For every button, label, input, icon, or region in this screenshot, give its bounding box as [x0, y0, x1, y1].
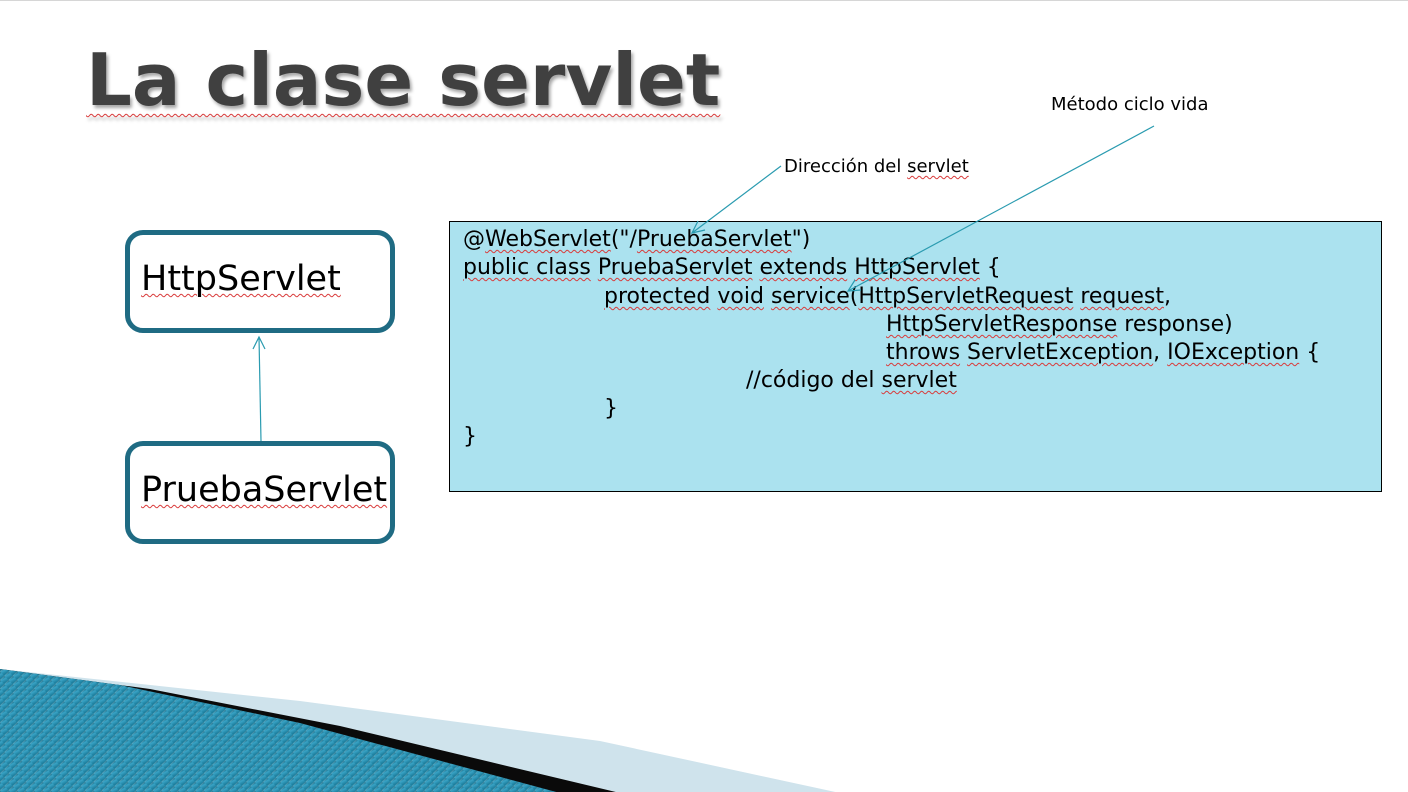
code-line-class-close: }: [463, 424, 477, 449]
class-box-httpservlet: HttpServlet: [125, 230, 395, 333]
callout-metodo-ciclo-vida: Método ciclo vida: [1051, 94, 1209, 115]
code-token: HttpServlet: [854, 255, 980, 280]
bottom-decoration: [0, 669, 836, 792]
code-token: protected: [604, 284, 711, 309]
code-line-comment: //código del servlet: [746, 367, 957, 395]
code-token: service: [770, 284, 850, 309]
code-line-method-close: }: [604, 396, 618, 421]
code-token: PruebaServlet: [636, 227, 792, 252]
code-box: @WebServlet("/PruebaServlet") public cla…: [449, 221, 1382, 492]
class-box-pruebaservlet: PruebaServlet: [125, 441, 395, 544]
code-token: @: [463, 227, 485, 252]
code-token: ,: [1153, 340, 1168, 365]
code-line-class-declaration: public class PruebaServlet extends HttpS…: [463, 254, 1001, 282]
code-token: {: [1299, 340, 1321, 365]
class-name-httpservlet: HttpServlet: [141, 259, 341, 299]
code-token: [960, 340, 967, 365]
code-line-annotation: @WebServlet("/PruebaServlet"): [463, 226, 810, 254]
class-name-pruebaservlet: PruebaServlet: [141, 470, 388, 510]
code-token: //código del: [746, 368, 882, 393]
code-token: response): [1117, 312, 1233, 337]
code-token: PruebaServlet: [597, 255, 753, 280]
code-token: request: [1080, 284, 1164, 309]
code-token: [753, 255, 760, 280]
code-token: IOException: [1167, 340, 1300, 365]
callout-direccion-prefix: Dirección del: [784, 156, 908, 177]
code-line-method-signature: protected void service(HttpServletReques…: [604, 283, 1171, 311]
code-line-response-param: HttpServletResponse response): [886, 311, 1233, 339]
code-token: WebServlet: [485, 227, 611, 252]
code-token: [764, 284, 771, 309]
code-token: public class: [463, 255, 591, 280]
code-token: HttpServletRequest: [858, 284, 1074, 309]
callout-direccion-word: servlet: [907, 156, 969, 177]
callout-direccion-servlet: Dirección del servlet: [784, 156, 969, 177]
code-token: [591, 255, 598, 280]
code-token: servlet: [881, 368, 957, 393]
inheritance-arrow: [252, 335, 266, 442]
code-token: HttpServletResponse: [886, 312, 1118, 337]
code-line-throws: throws ServletException, IOException {: [886, 339, 1320, 367]
code-token: ,: [1163, 284, 1171, 309]
code-token: ServletException: [967, 340, 1154, 365]
code-token: throws: [886, 340, 961, 365]
code-token: {: [979, 255, 1001, 280]
code-token: ("/: [610, 227, 637, 252]
decoration-black-band: [0, 669, 616, 792]
decoration-teal-band: [0, 669, 557, 792]
decoration-light-band: [0, 669, 836, 792]
slide-title: La clase servlet: [86, 38, 721, 122]
code-token: (: [849, 284, 859, 309]
code-token: extends: [759, 255, 848, 280]
code-token: void: [717, 284, 764, 309]
code-token: "): [791, 227, 811, 252]
